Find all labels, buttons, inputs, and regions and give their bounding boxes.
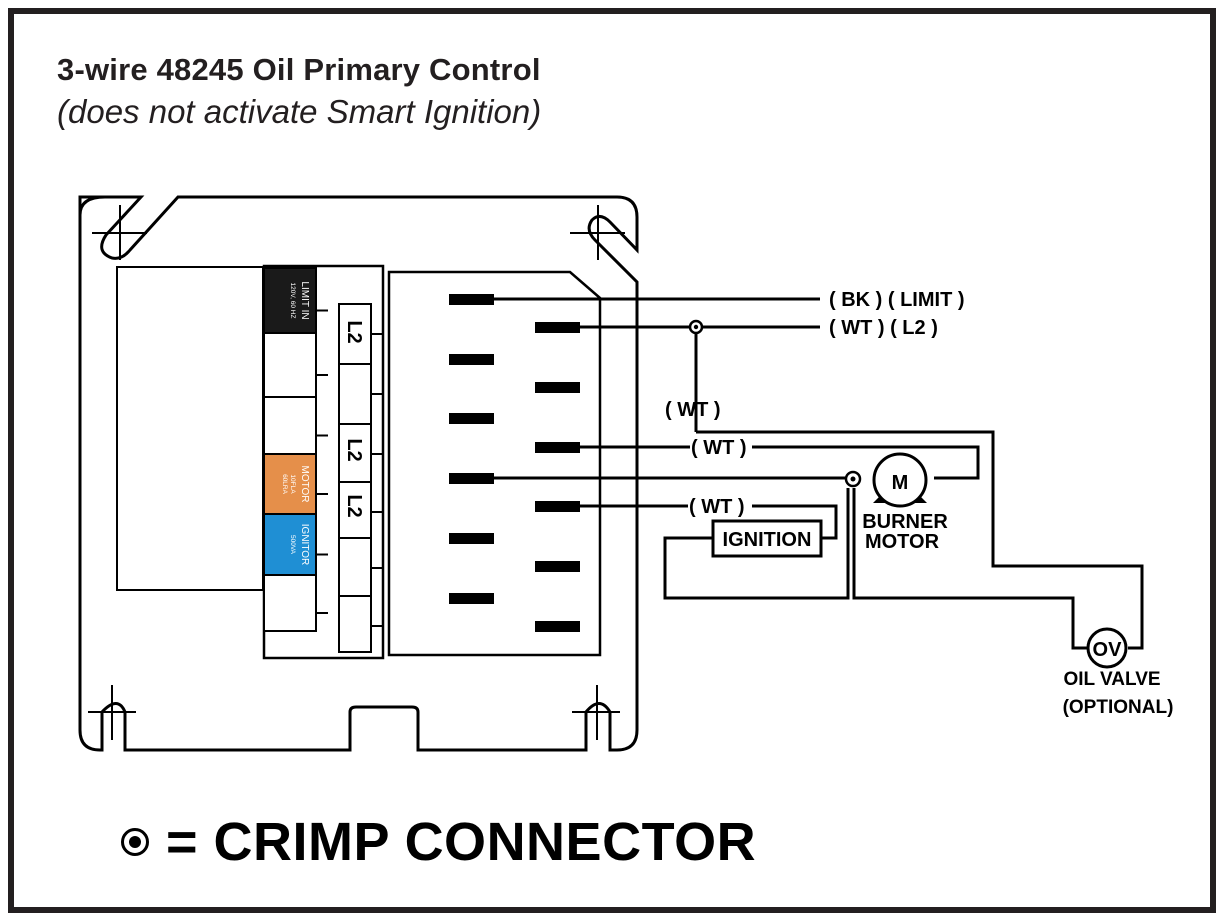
mounting-hole-top-right [570, 205, 625, 260]
terminal-block-sublabel: 10FLA [289, 474, 296, 494]
terminal-block-label: LIMIT IN [299, 281, 310, 319]
ignition-component: IGNITION [711, 519, 823, 558]
ignition-label: IGNITION [723, 529, 812, 551]
wire-wt-motor [575, 445, 980, 480]
motor-symbol: M [892, 472, 909, 494]
label-wire-wt-motor: ( WT ) [691, 437, 747, 459]
diagram-title: 3-wire 48245 Oil Primary Control [57, 52, 541, 87]
spade-terminal [535, 442, 580, 453]
diagram-subtitle: (does not activate Smart Ignition) [57, 93, 542, 130]
spade-terminal [535, 382, 580, 393]
wires [490, 297, 1144, 650]
spade-terminal [449, 533, 494, 544]
terminal-block [263, 332, 328, 398]
crimp-connector-l2 [688, 319, 704, 335]
terminal-block [263, 396, 328, 455]
oil-valve-symbol: OV [1093, 639, 1123, 661]
terminal-block [263, 574, 328, 632]
label-wire-wt-vertical: ( WT ) [665, 399, 721, 421]
crimp-connector-motor [844, 470, 862, 488]
spade-terminal [449, 413, 494, 424]
diagram-border [8, 8, 1216, 913]
mounting-hole-bottom-right [572, 685, 620, 740]
crimp-connector-icon [121, 828, 149, 856]
spade-terminal [449, 473, 494, 484]
label-wire-l2: ( WT ) ( L2 ) [829, 317, 938, 339]
wire-wt-to-oil-valve [696, 430, 1144, 650]
mounting-hole-bottom-left [88, 685, 136, 740]
legend: = CRIMP CONNECTOR [120, 812, 756, 872]
mounting-hole-top-left [92, 205, 147, 260]
spade-terminal [449, 593, 494, 604]
label-wire-limit: ( BK ) ( LIMIT ) [829, 289, 965, 311]
spade-terminal [535, 322, 580, 333]
burner-motor-component: M BURNER MOTOR [862, 452, 948, 553]
terminal-block-sublabel: 60LRA [281, 474, 288, 495]
wire-wt-ignition [575, 504, 838, 540]
l2-terminal-cell [338, 537, 372, 597]
l2-label: L2 [343, 494, 365, 517]
spade-terminal [535, 621, 580, 632]
terminal-block-label: IGNITOR [299, 524, 310, 565]
spade-terminal [535, 501, 580, 512]
l2-terminal-cell [338, 363, 372, 425]
motor-label-line2: MOTOR [865, 531, 940, 553]
spade-terminals [449, 294, 580, 632]
l2-terminal-cell [338, 595, 372, 653]
l2-label: L2 [343, 320, 365, 343]
label-wire-wt-ignition: ( WT ) [689, 496, 745, 518]
oil-valve-component: OV OIL VALVE (OPTIONAL) [1063, 627, 1174, 718]
spade-terminal [535, 561, 580, 572]
l2-label: L2 [343, 438, 365, 461]
legend-text: = CRIMP CONNECTOR [166, 812, 757, 872]
oil-valve-label-line1: OIL VALVE [1063, 669, 1160, 690]
terminal-block-label: MOTOR [299, 465, 310, 502]
motor-label-line1: BURNER [862, 511, 948, 533]
terminal-block-sublabel: 500VA [289, 535, 296, 555]
wire-oil-valve-feed [852, 488, 1087, 650]
oil-valve-label-line2: (OPTIONAL) [1063, 697, 1174, 718]
left-panel [116, 266, 264, 591]
spade-terminal [449, 354, 494, 365]
spade-terminal [449, 294, 494, 305]
terminal-block-sublabel: 120V, 60 HZ [289, 283, 296, 319]
wire-ignition-return [663, 488, 850, 600]
